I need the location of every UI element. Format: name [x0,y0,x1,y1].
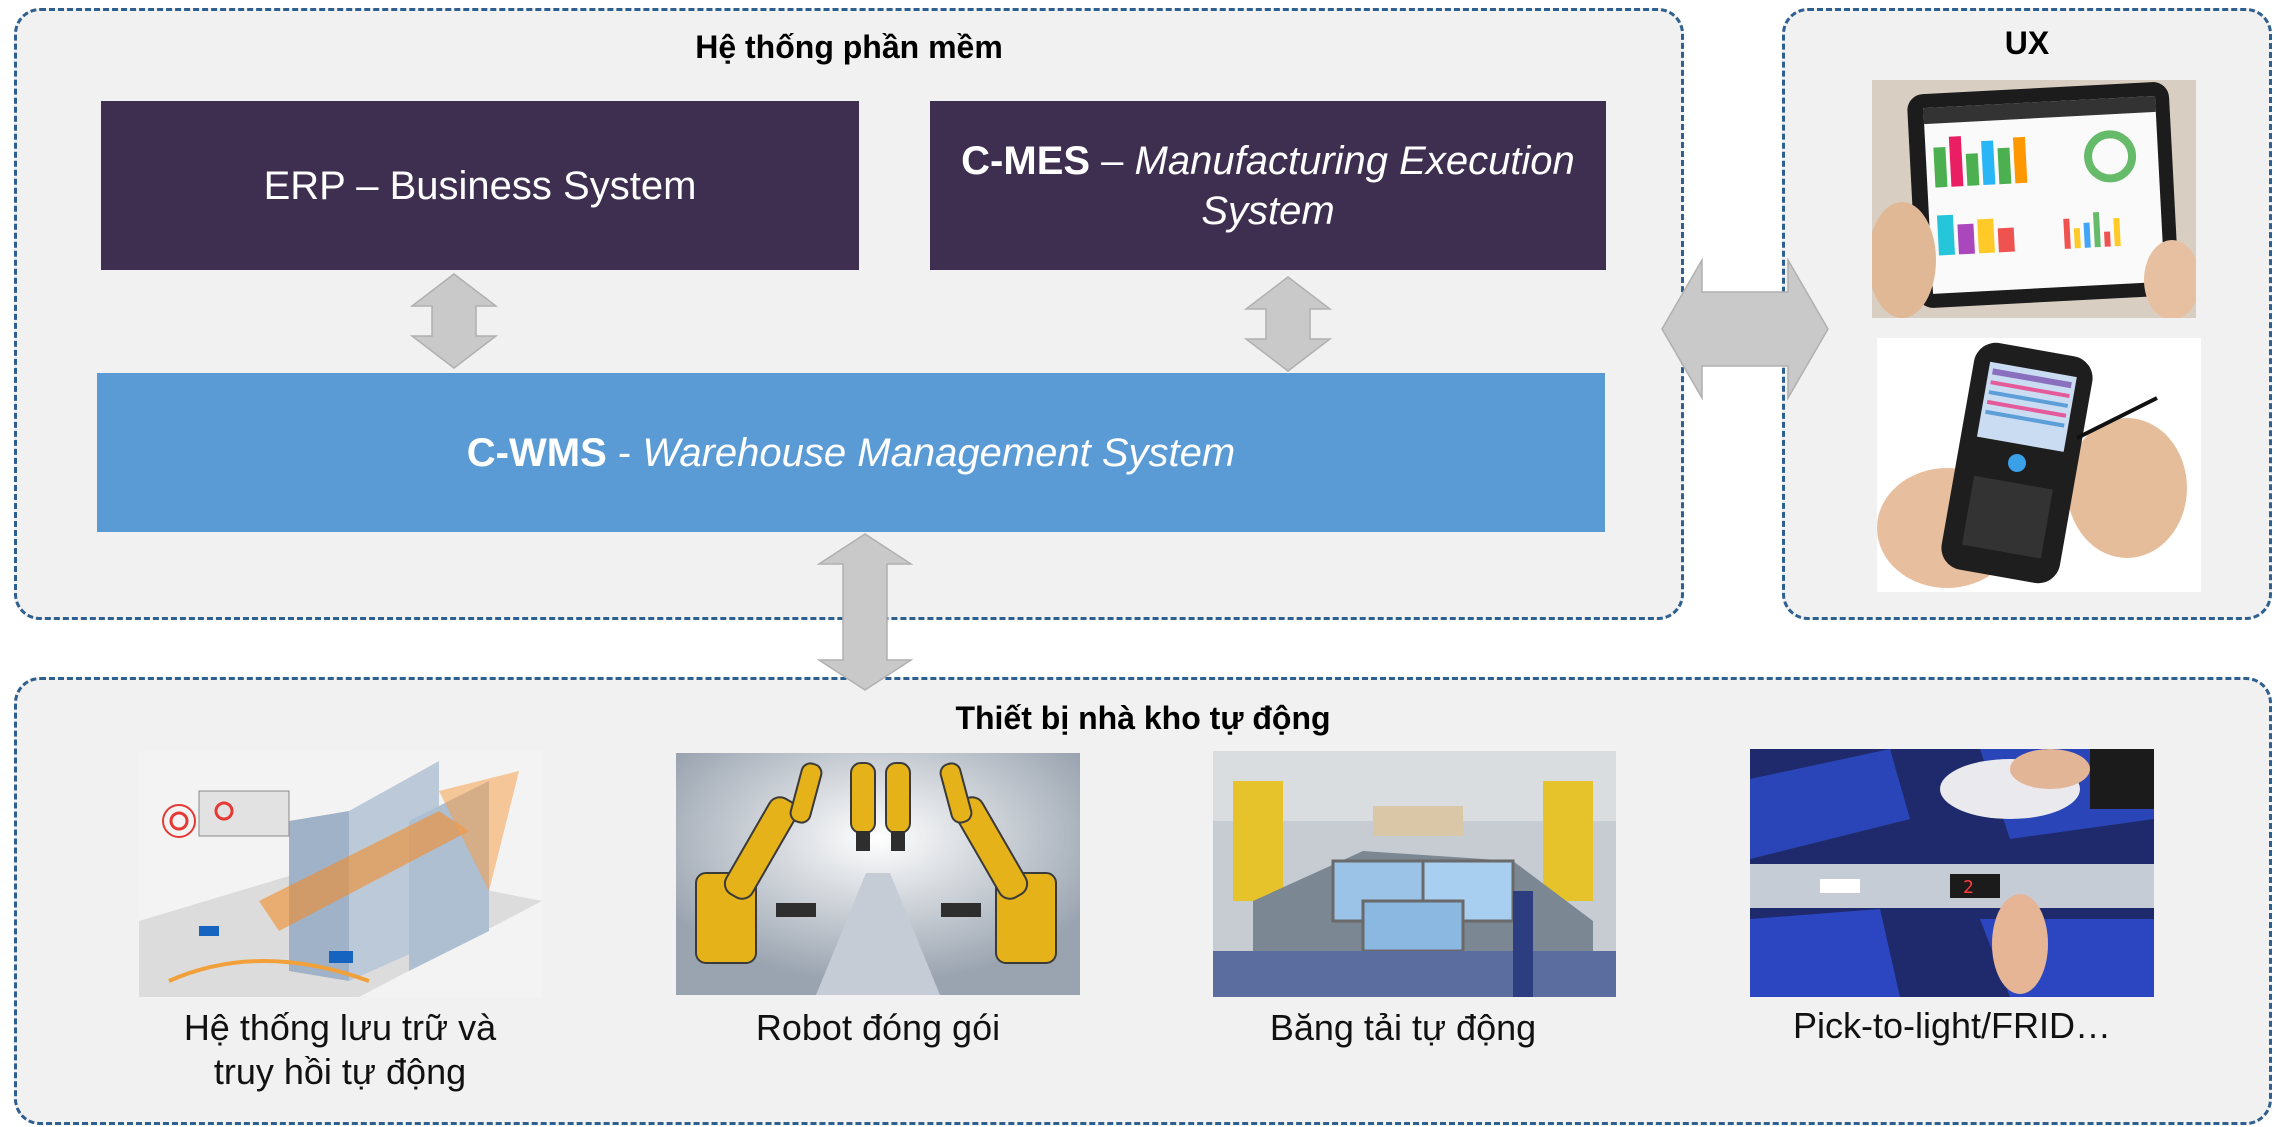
wms-name: Warehouse Management System [642,430,1236,475]
erp-box: ERP – Business System [101,101,859,270]
pick-to-light-caption: Pick-to-light/FRID… [1722,1004,2182,1048]
wms-abbr: C-WMS [466,430,607,475]
asrs-caption: Hệ thống lưu trữ và truy hồi tự động [120,1006,560,1094]
svg-text:2: 2 [1963,877,1974,898]
wms-devices-double-arrow [817,533,913,691]
mes-name: Manufacturing Execution System [1134,138,1575,233]
wms-box: C-WMS - Warehouse Management System [97,373,1605,532]
software-panel-title: Hệ thống phần mềm [695,29,1003,65]
erp-label: ERP – Business System [263,163,697,208]
conveyor-image [1213,751,1616,997]
mes-separator: – [1090,138,1135,183]
conveyor-caption-line1: Băng tải tự động [1269,1007,1537,1048]
packing-robot-image [676,753,1080,995]
ux-panel-title: UX [2004,25,2050,61]
asrs-caption-line1: Hệ thống lưu trữ và [183,1007,497,1048]
wms-separator: - [606,430,643,475]
asrs-storage-image [139,751,542,997]
conveyor-caption: Băng tải tự động [1183,1006,1623,1050]
mes-wms-double-arrow [1244,276,1332,372]
erp-wms-double-arrow [410,273,498,369]
mes-abbr: C-MES [961,138,1091,183]
robot-caption: Robot đóng gói [656,1006,1100,1050]
software-ux-double-arrow [1661,258,1829,400]
devices-panel-title: Thiết bị nhà kho tự động [955,700,1331,736]
mes-box: C-MES – Manufacturing Execution System [930,101,1606,270]
pick-to-light-caption-line1: Pick-to-light/FRID… [1792,1005,2112,1046]
pick-to-light-image: 2 [1750,749,2154,997]
tablet-dashboard-image [1872,80,2196,318]
handheld-scanner-image [1877,338,2201,592]
robot-caption-line1: Robot đóng gói [755,1007,1001,1048]
asrs-caption-line2: truy hồi tự động [213,1050,467,1092]
